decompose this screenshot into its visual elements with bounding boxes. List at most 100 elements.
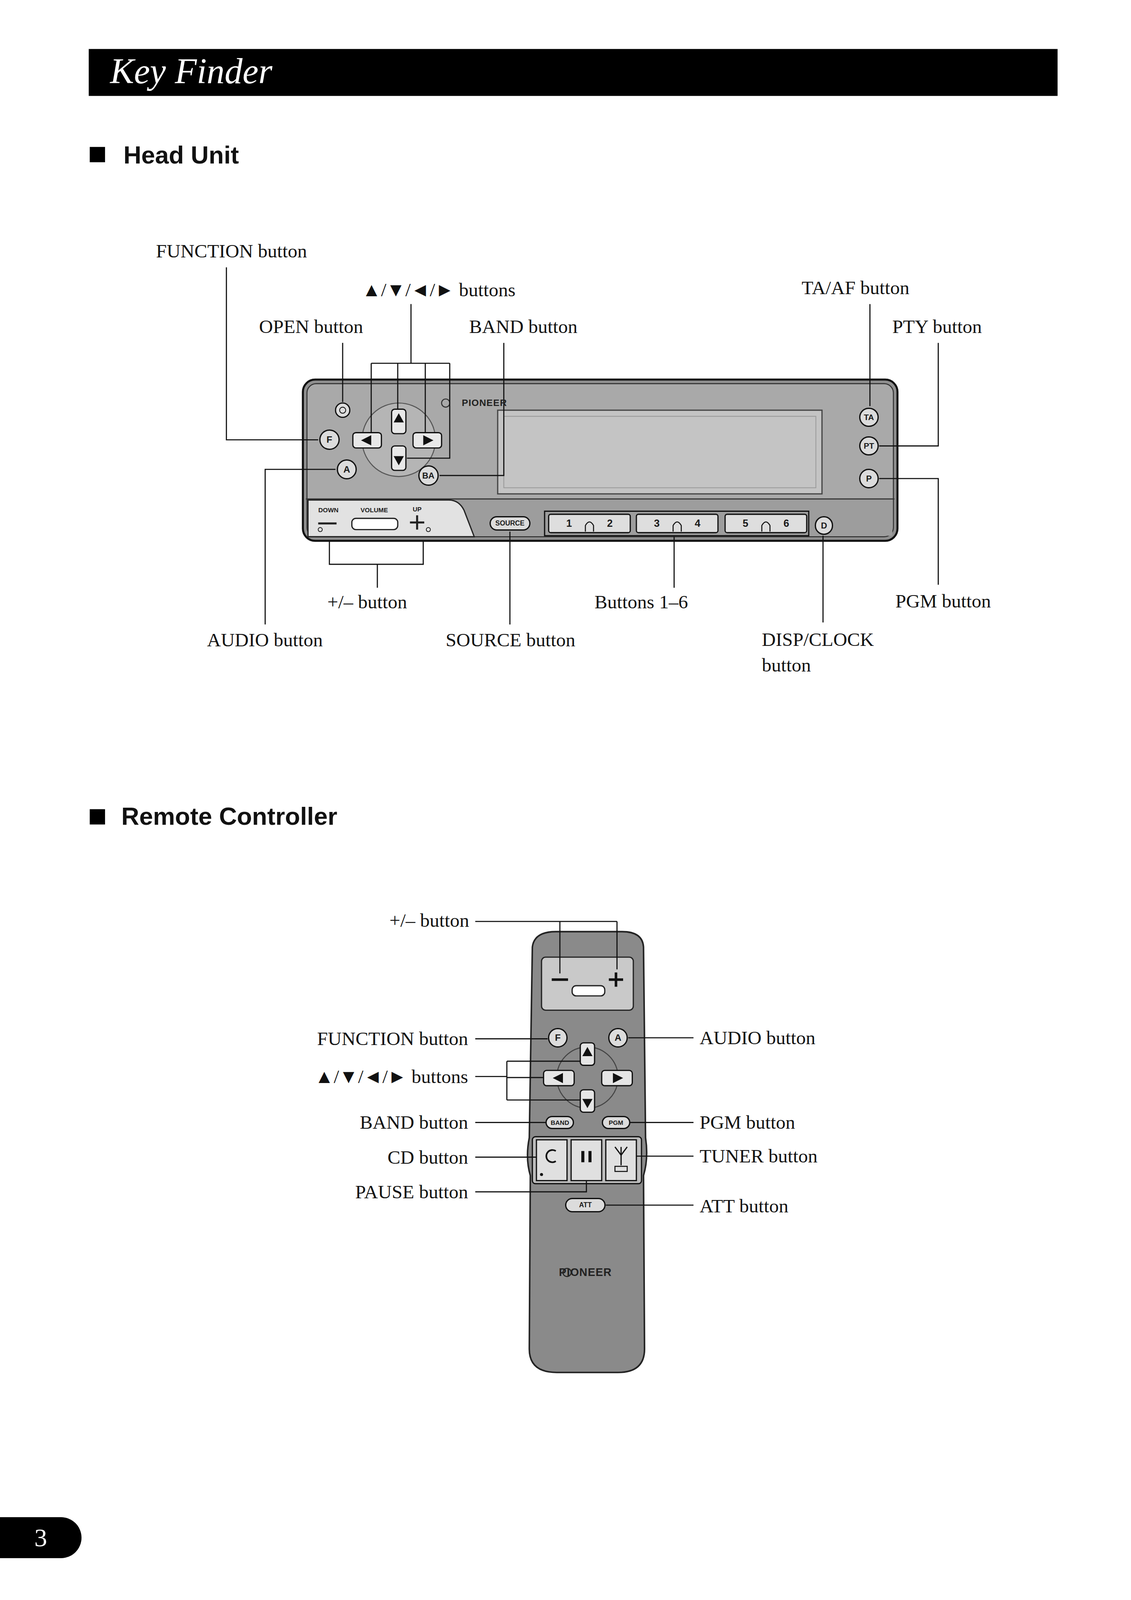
leader-line-part bbox=[226, 267, 318, 440]
button-text: ATT bbox=[579, 1201, 592, 1209]
button-text: BAND bbox=[550, 1119, 569, 1126]
remote-drawing-part bbox=[614, 972, 618, 987]
leader-line-part bbox=[439, 342, 505, 476]
leader-line bbox=[226, 267, 939, 1205]
leader-line-part bbox=[636, 1155, 694, 1157]
heading-bullet-part bbox=[89, 146, 105, 163]
round-button: PT bbox=[859, 436, 879, 456]
round-button: TA bbox=[859, 407, 879, 427]
head-unit-drawing-part bbox=[393, 455, 404, 466]
round-button: P bbox=[859, 468, 879, 488]
button-text: A bbox=[614, 1032, 622, 1043]
callout-label: AUDIO button bbox=[206, 628, 323, 652]
leader-line-part bbox=[869, 303, 871, 406]
remote-drawing-part bbox=[580, 1042, 595, 1066]
section-heading: Head Unit bbox=[123, 140, 240, 171]
round-button: A bbox=[608, 1027, 628, 1047]
callout-label: BAND button bbox=[359, 1110, 469, 1134]
leader-line-part bbox=[673, 536, 675, 588]
remote-drawing-part bbox=[572, 985, 605, 996]
head-unit-drawing-part bbox=[441, 399, 450, 408]
head-unit-drawing-part bbox=[673, 521, 682, 532]
head-unit-drawing bbox=[303, 379, 898, 541]
head-unit-drawing-part bbox=[503, 416, 816, 488]
pill-button: BAND bbox=[545, 1115, 575, 1129]
round-button: BA bbox=[418, 465, 439, 486]
head-unit-drawing-part bbox=[391, 409, 406, 434]
remote-drawing-part bbox=[588, 1150, 592, 1162]
callout-label: SOURCE button bbox=[445, 628, 576, 652]
leader-line-part bbox=[371, 303, 450, 458]
callout-label: TUNER button bbox=[699, 1144, 818, 1168]
head-unit-drawing-part bbox=[361, 434, 372, 446]
pill-button: PGM bbox=[601, 1115, 631, 1129]
callout-label: FUNCTION button bbox=[317, 1026, 469, 1050]
callout-label: Buttons 1–6 bbox=[594, 590, 688, 614]
head-unit-drawing-part bbox=[303, 379, 898, 541]
page-number-tab: 3 bbox=[0, 1516, 82, 1558]
remote-drawing-part bbox=[552, 1072, 563, 1083]
callout-label: FUNCTION button bbox=[156, 239, 308, 263]
remote-drawing-part bbox=[541, 956, 634, 1010]
remote-drawing-part bbox=[612, 1072, 624, 1083]
preset-button: 56 bbox=[725, 514, 807, 533]
leader-line-part bbox=[630, 1121, 694, 1123]
title-bar-part bbox=[88, 49, 1058, 97]
callout-label: ATT button bbox=[699, 1194, 789, 1218]
leader-line-part bbox=[879, 342, 939, 446]
panel-marking: UP bbox=[412, 505, 422, 514]
head-unit-drawing-part bbox=[391, 445, 406, 471]
callout-label: PGM button bbox=[895, 589, 992, 613]
button-text: 1 bbox=[566, 518, 572, 529]
callout-label: ▲/▼/◄/► buttons bbox=[361, 278, 516, 302]
pill-button: SOURCE bbox=[489, 515, 531, 531]
callout-label: AUDIO button bbox=[699, 1026, 816, 1050]
leader-line-part bbox=[475, 1037, 549, 1040]
remote-drawing-part bbox=[532, 1136, 642, 1184]
remote-drawing-part bbox=[601, 1069, 633, 1086]
preset-button: 34 bbox=[636, 514, 718, 533]
leader-line-part bbox=[475, 1180, 587, 1192]
round-button: D bbox=[814, 515, 834, 535]
head-unit-drawing-part bbox=[335, 402, 350, 417]
leader-line-part bbox=[475, 1156, 537, 1158]
head-unit-drawing-part bbox=[351, 518, 398, 530]
head-unit-drawing-part bbox=[548, 514, 631, 533]
leader-line-part bbox=[265, 469, 336, 625]
head-unit-drawing-part bbox=[544, 511, 809, 536]
callout-label: BAND button bbox=[469, 314, 578, 339]
callout-label: PTY button bbox=[892, 314, 983, 339]
callout-label: +/– button bbox=[389, 908, 470, 932]
button-text: D bbox=[821, 521, 828, 530]
remote-drawing-part bbox=[551, 978, 569, 981]
head-unit-drawing-part bbox=[497, 410, 823, 494]
panel-marking: DOWN bbox=[318, 506, 339, 514]
button-text: 3 bbox=[34, 1524, 48, 1551]
remote-drawing-part bbox=[539, 1172, 543, 1176]
head-unit-drawing-part bbox=[352, 432, 382, 448]
head-unit-drawing-part bbox=[308, 499, 475, 537]
button-text: 6 bbox=[783, 518, 790, 529]
head-unit-drawing-part bbox=[585, 521, 594, 532]
title-bar bbox=[88, 49, 1058, 97]
head-unit-drawing-part bbox=[725, 514, 807, 533]
callout-label: DISP/CLOCK button bbox=[761, 626, 890, 678]
head-unit-drawing-part bbox=[636, 514, 718, 533]
remote-drawing-part bbox=[582, 1098, 593, 1108]
remote-drawing-part bbox=[571, 1139, 602, 1181]
head-unit-drawing-part bbox=[416, 515, 419, 530]
remote-drawing-part bbox=[581, 1150, 585, 1162]
preset-button: 12 bbox=[548, 514, 631, 533]
head-unit-drawing-part bbox=[339, 407, 346, 414]
callout-label: PGM button bbox=[699, 1110, 796, 1134]
remote-drawing bbox=[527, 931, 647, 1373]
callout-label: ▲/▼/◄/► buttons bbox=[314, 1064, 468, 1088]
head-unit-drawing-part bbox=[306, 383, 894, 537]
callout-label: OPEN button bbox=[259, 314, 364, 339]
head-unit-drawing-part bbox=[761, 521, 770, 532]
brand-logo: PIONEER bbox=[461, 397, 508, 409]
heading-bullet bbox=[89, 146, 105, 825]
callout-label: +/– button bbox=[327, 590, 408, 614]
button-text: F bbox=[326, 434, 333, 445]
heading-bullet-part bbox=[89, 809, 105, 825]
